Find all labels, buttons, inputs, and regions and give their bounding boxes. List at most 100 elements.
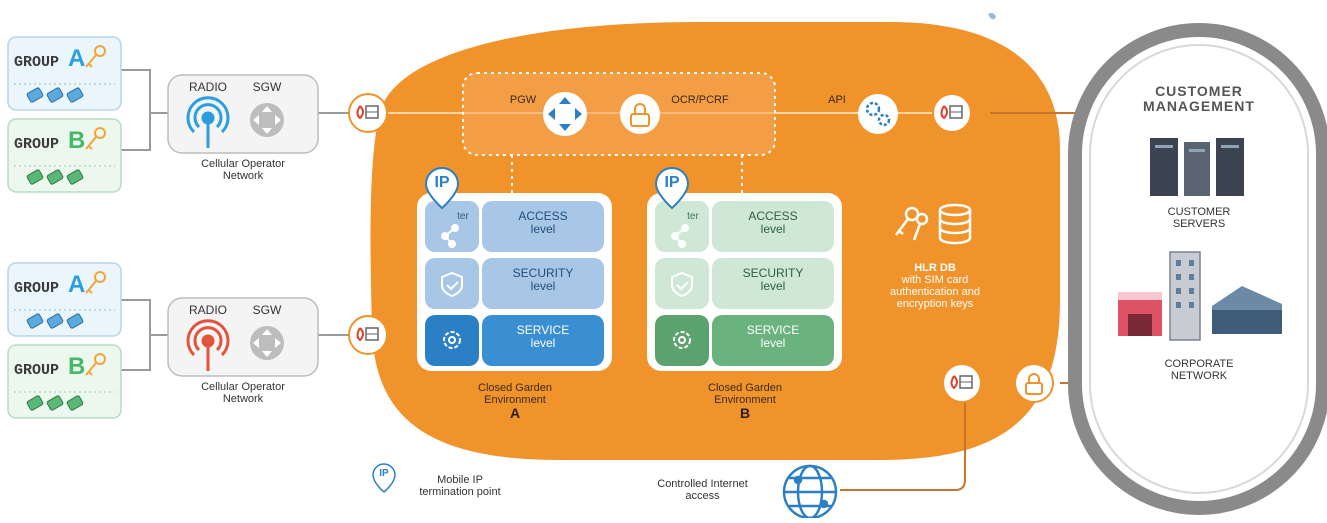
corporate-buildings-icon bbox=[1118, 251, 1282, 341]
globe-icon bbox=[782, 464, 838, 520]
gear-icon bbox=[443, 331, 461, 349]
core-box bbox=[462, 72, 776, 156]
caption-line: Network bbox=[222, 393, 264, 406]
level-title: SERVICE bbox=[746, 323, 800, 337]
group-letter: A bbox=[68, 45, 86, 72]
level-sub: level bbox=[530, 336, 556, 351]
closed-garden-b-caption: Closed Garden Environment B bbox=[685, 382, 805, 422]
firewall-icon bbox=[942, 363, 982, 403]
caption-line: Cellular Operator bbox=[201, 381, 285, 393]
ip-pin-icon bbox=[654, 166, 690, 210]
level-sub: level bbox=[530, 279, 556, 294]
ter-label-a: ter bbox=[457, 211, 469, 222]
radio-label: RADIO bbox=[188, 303, 227, 317]
radio-antenna-icon bbox=[186, 96, 230, 148]
group-letter: A bbox=[68, 271, 86, 298]
keys-icon bbox=[895, 206, 929, 241]
ocr-pcrf-label: OCR/PCRF bbox=[671, 94, 729, 106]
network-node-icon bbox=[441, 224, 459, 248]
key-icon bbox=[85, 45, 106, 376]
cellular-top-box bbox=[167, 74, 319, 154]
level-sub: level bbox=[530, 222, 556, 237]
gear-icon bbox=[673, 331, 691, 349]
level-title: ACCESS bbox=[748, 209, 798, 223]
group-b-bottom-label: GROUP B bbox=[14, 353, 85, 381]
firewall-icon bbox=[932, 93, 972, 133]
group-prefix: GROUP bbox=[14, 136, 60, 153]
cellular-bottom-box bbox=[167, 297, 319, 377]
title-line: CUSTOMER bbox=[1155, 83, 1243, 99]
access-level-a: ACCESS level bbox=[484, 209, 602, 237]
group-a-top-label: GROUP A bbox=[14, 45, 85, 73]
caption-line: Environment bbox=[484, 394, 546, 407]
shield-icon bbox=[671, 271, 693, 298]
access-level-b: ACCESS level bbox=[714, 209, 832, 237]
level-title: ACCESS bbox=[518, 209, 568, 223]
closed-garden-a-caption: Closed Garden Environment A bbox=[455, 382, 575, 422]
hlr-line: encryption keys bbox=[896, 298, 974, 311]
cellular-operator-caption: Cellular Operator Network bbox=[173, 381, 313, 405]
ip-pin-icon bbox=[372, 463, 396, 493]
ip-badge-legend: IP bbox=[379, 468, 389, 479]
controlled-internet-caption: Controlled Internet access bbox=[630, 478, 775, 502]
shield-icon bbox=[441, 271, 463, 298]
lock-icon bbox=[1014, 363, 1054, 403]
sgw-router-icon bbox=[250, 103, 284, 137]
level-title: SECURITY bbox=[512, 266, 574, 280]
left-connectors bbox=[120, 69, 352, 371]
firewall-icon bbox=[348, 315, 388, 355]
garden-letter: A bbox=[509, 405, 521, 422]
caption-line: Cellular Operator bbox=[201, 158, 285, 170]
service-level-b: SERVICE level bbox=[714, 323, 832, 351]
mobile-ip-legend: Mobile IP termination point bbox=[400, 474, 520, 498]
cellular-operator-caption: Cellular Operator Network bbox=[173, 158, 313, 182]
corporate-network-caption: CORPORATE NETWORK bbox=[1139, 358, 1259, 382]
service-level-a: SERVICE level bbox=[484, 323, 602, 351]
caption-line: NETWORK bbox=[1170, 370, 1228, 383]
ip-pin-icon bbox=[424, 166, 460, 210]
caption-line: Controlled Internet bbox=[657, 478, 748, 490]
sgw-label: SGW bbox=[252, 80, 282, 94]
hlr-title: HLR DB bbox=[914, 262, 956, 274]
level-title: SECURITY bbox=[742, 266, 804, 280]
servers-icon bbox=[1150, 138, 1244, 196]
caption-line: SERVERS bbox=[1172, 218, 1226, 231]
title-line: MANAGEMENT bbox=[1143, 98, 1255, 115]
customer-ring-inner bbox=[1089, 44, 1309, 494]
group-prefix: GROUP bbox=[14, 54, 60, 71]
group-b-top-label: GROUP B bbox=[14, 127, 85, 155]
closed-garden-a-card bbox=[417, 193, 612, 371]
sgw-label: SGW bbox=[252, 303, 282, 317]
caption-line: Closed Garden bbox=[478, 382, 552, 394]
caption-line: access bbox=[685, 490, 720, 503]
api-gears-icon bbox=[858, 94, 898, 134]
group-prefix: GROUP bbox=[14, 362, 60, 379]
caption-line: Environment bbox=[714, 394, 776, 407]
radio-label: RADIO bbox=[188, 80, 227, 94]
sim-chips-green bbox=[26, 169, 84, 411]
hlr-line: with SIM card bbox=[901, 274, 969, 287]
network-node-icon bbox=[671, 224, 689, 248]
pgw-router-icon bbox=[543, 92, 587, 136]
caption-line: CORPORATE bbox=[1164, 358, 1234, 370]
security-level-a: SECURITY level bbox=[484, 266, 602, 294]
hlr-db-caption: HLR DB with SIM card authentication and … bbox=[870, 262, 1000, 310]
level-sub: level bbox=[760, 336, 786, 351]
level-title: SERVICE bbox=[516, 323, 570, 337]
ip-badge-a: IP bbox=[434, 174, 450, 191]
legend-line: Mobile IP bbox=[437, 474, 483, 486]
group-a-bottom-label: GROUP A bbox=[14, 271, 85, 299]
database-icon bbox=[938, 203, 972, 245]
level-sub: level bbox=[760, 222, 786, 237]
ter-label-b: ter bbox=[687, 211, 699, 222]
pgw-label: PGW bbox=[509, 94, 537, 106]
firewall-icon bbox=[348, 93, 388, 133]
group-letter: B bbox=[68, 127, 86, 154]
level-sub: level bbox=[760, 279, 786, 294]
ocr-lock-icon bbox=[620, 94, 660, 134]
ip-badge-b: IP bbox=[664, 174, 680, 191]
legend-line: termination point bbox=[419, 486, 501, 499]
customer-management-title: CUSTOMER MANAGEMENT bbox=[1109, 83, 1289, 115]
sim-chips-blue bbox=[26, 87, 84, 329]
